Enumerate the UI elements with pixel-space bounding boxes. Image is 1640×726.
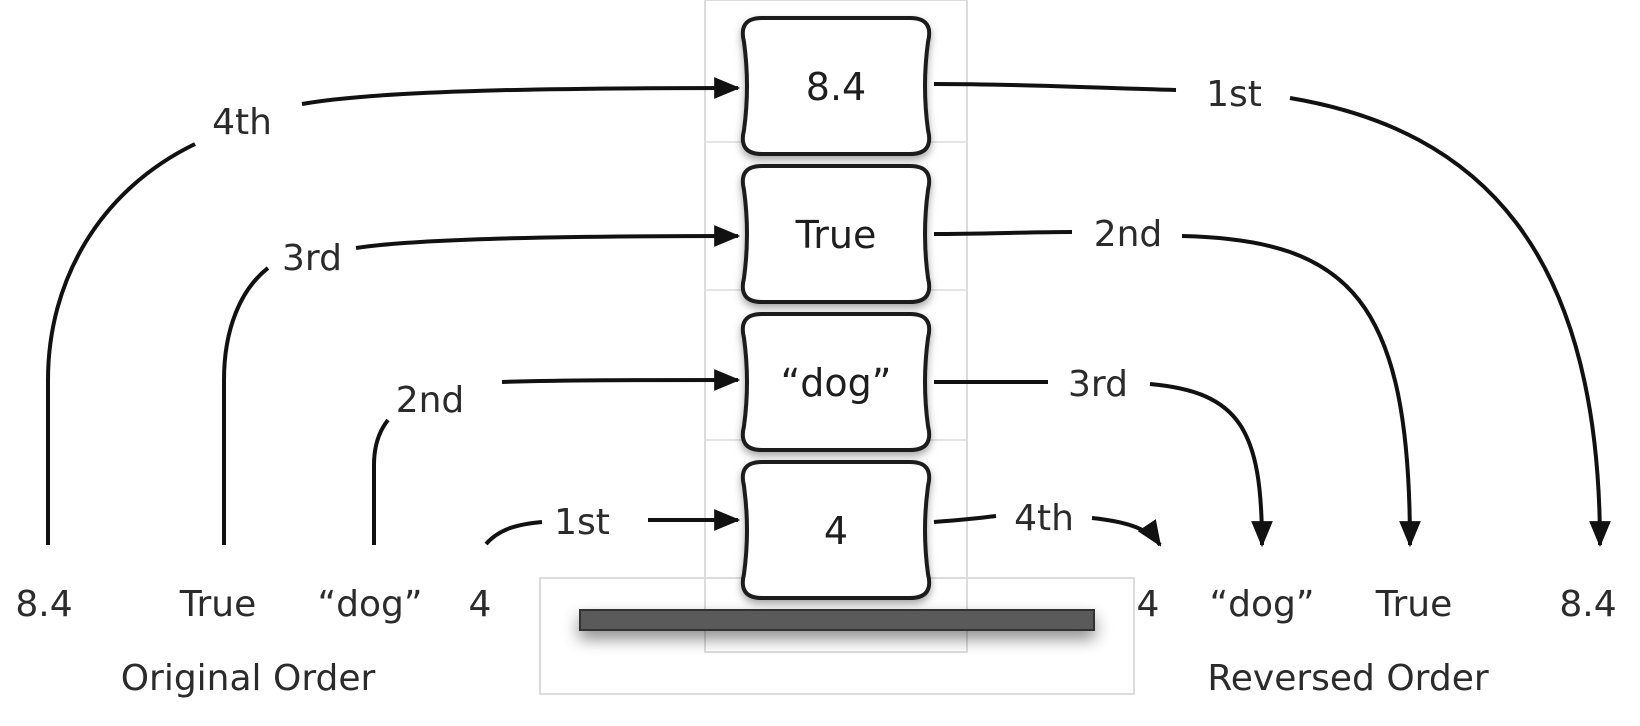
- stack-item-4: 4: [740, 460, 932, 600]
- original-item: “dog”: [317, 584, 422, 625]
- original-item: 4: [469, 584, 492, 625]
- original-item: 8.4: [15, 584, 72, 625]
- stack-column-frame: [704, 0, 968, 653]
- stack: 8.4 True “dog” 4: [740, 16, 932, 600]
- push-arrow-dog: [372, 418, 390, 545]
- pop-arrow-8-4: [933, 82, 1177, 92]
- stack-item-dog: “dog”: [740, 312, 932, 452]
- stack-cell-label: 4: [824, 509, 848, 553]
- push-order-label: 2nd: [396, 380, 465, 421]
- push-arrow-true-head: [355, 225, 741, 250]
- pop-order-label: 3rd: [1068, 364, 1128, 405]
- stack-cell: [740, 16, 932, 156]
- push-arrow-4: [484, 520, 543, 546]
- reversed-item: 4: [1137, 584, 1160, 625]
- push-arrow-true: [222, 266, 270, 545]
- pop-order-label: 1st: [1206, 74, 1262, 115]
- push-arrow-dog-head: [501, 369, 741, 391]
- pop-arrows: [933, 82, 1611, 548]
- stack-cell: [740, 460, 932, 600]
- pop-arrow-4-head: [1091, 516, 1162, 547]
- pop-order-labels: 1st 2nd 3rd 4th: [1014, 74, 1262, 539]
- pop-order-label: 4th: [1014, 498, 1074, 539]
- push-order-label: 3rd: [282, 238, 342, 279]
- stack-cell-label: True: [795, 213, 877, 257]
- pop-arrow-true: [933, 230, 1073, 236]
- push-arrow-8-4: [46, 142, 196, 545]
- pop-order-label: 2nd: [1094, 214, 1163, 255]
- pop-arrow-4: [933, 514, 997, 524]
- stack-cell: [740, 312, 932, 452]
- stack-item-8-4: 8.4: [740, 16, 932, 156]
- reversed-order-caption: Reversed Order: [1207, 658, 1489, 699]
- original-item: True: [179, 584, 256, 625]
- push-arrows: [46, 77, 741, 546]
- stack-base: [579, 609, 1095, 631]
- push-order-label: 4th: [212, 102, 272, 143]
- push-arrow-8-4-head: [301, 77, 741, 106]
- original-order-caption: Original Order: [121, 658, 376, 699]
- stack-cell-label: “dog”: [781, 361, 892, 405]
- pop-arrow-true-head: [1181, 234, 1421, 548]
- stack-cell: [740, 164, 932, 304]
- reversed-item: True: [1375, 584, 1452, 625]
- pop-arrow-dog-head: [1149, 382, 1273, 548]
- stack-item-true: True: [740, 164, 932, 304]
- reversed-order: 4 “dog” True 8.4 Reversed Order: [1137, 584, 1617, 699]
- original-order: 8.4 True “dog” 4 Original Order: [15, 584, 491, 699]
- push-order-label: 1st: [554, 502, 610, 543]
- pop-arrow-8-4-head: [1289, 96, 1611, 548]
- stack-cell-label: 8.4: [806, 65, 866, 109]
- reversed-item: 8.4: [1559, 584, 1616, 625]
- reversed-item: “dog”: [1209, 584, 1314, 625]
- push-order-labels: 4th 3rd 2nd 1st: [212, 102, 610, 543]
